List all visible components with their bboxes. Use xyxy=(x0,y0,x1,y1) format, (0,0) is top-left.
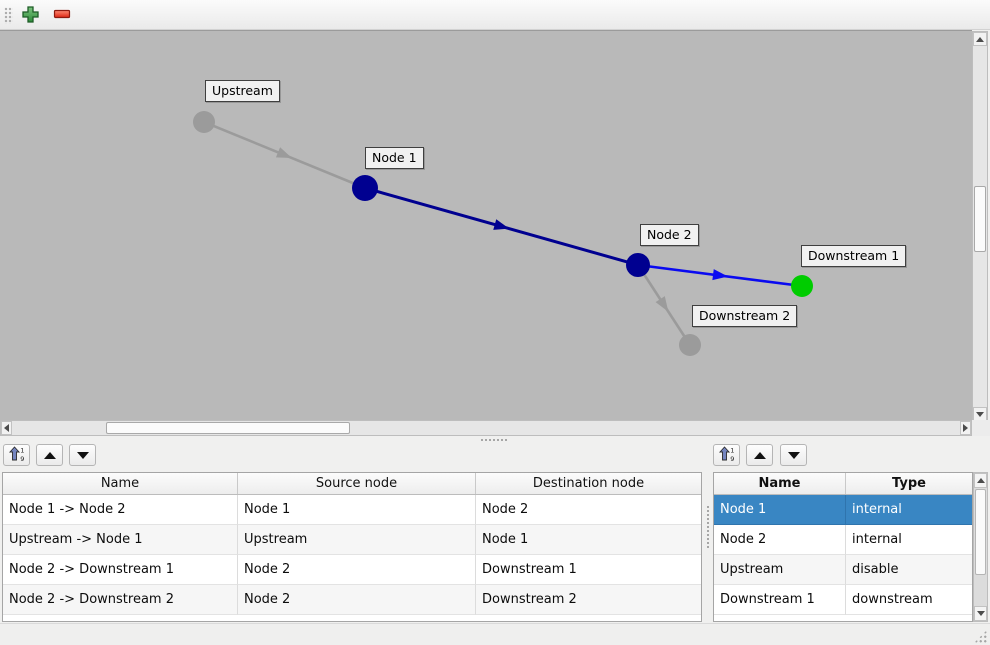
edges-table: Name Source node Destination node Node 1… xyxy=(2,472,702,622)
graph-node-downstream2[interactable] xyxy=(679,334,701,356)
scroll-up-button[interactable] xyxy=(974,473,987,488)
cell-destination[interactable]: Downstream 2 xyxy=(476,585,701,615)
svg-text:9: 9 xyxy=(730,455,734,462)
cell-source[interactable]: Upstream xyxy=(238,525,476,555)
nodes-table-scrollbar[interactable] xyxy=(973,472,988,622)
table-row[interactable]: Node 2 -> Downstream 2 Node 2 Downstream… xyxy=(3,585,701,615)
column-header-name[interactable]: Name xyxy=(714,473,846,494)
main-toolbar xyxy=(0,0,990,30)
move-down-icon xyxy=(787,448,801,463)
table-scroll-thumb[interactable] xyxy=(975,489,986,575)
graph-node-node1[interactable] xyxy=(352,175,378,201)
cell-name[interactable]: Node 1 -> Node 2 xyxy=(3,495,238,525)
svg-text:1: 1 xyxy=(730,446,734,454)
table-row[interactable]: Node 2 internal xyxy=(714,525,972,555)
vertical-splitter[interactable] xyxy=(706,505,711,549)
table-row-selected[interactable]: Node 1 internal xyxy=(714,495,972,525)
horizontal-splitter[interactable] xyxy=(0,436,990,444)
column-header-type[interactable]: Type xyxy=(892,476,926,491)
minus-icon xyxy=(53,9,71,24)
edges-move-up-button[interactable] xyxy=(36,444,63,466)
nodes-move-down-button[interactable] xyxy=(780,444,807,466)
cell-type[interactable]: disable xyxy=(846,555,972,585)
scroll-down-button[interactable] xyxy=(973,407,987,421)
toolbar-drag-handle[interactable] xyxy=(4,7,13,24)
nodes-table: Name Type Node 1 internal Node 2 interna… xyxy=(713,472,973,622)
up-arrow-icon xyxy=(976,36,984,42)
scroll-right-button[interactable] xyxy=(960,421,971,435)
cell-source[interactable]: Node 2 xyxy=(238,555,476,585)
sort-ascending-icon: 1 9 xyxy=(8,445,26,465)
left-arrow-icon xyxy=(4,424,9,432)
move-down-icon xyxy=(76,448,90,463)
cell-name[interactable]: Node 1 xyxy=(714,495,846,525)
edges-table-header: Name Source node Destination node xyxy=(3,473,701,495)
nodes-move-up-button[interactable] xyxy=(746,444,773,466)
canvas-vertical-scrollbar[interactable] xyxy=(972,31,988,422)
svg-text:1: 1 xyxy=(20,446,24,454)
graph-svg xyxy=(193,111,813,356)
nodes-sort-button[interactable]: 1 9 xyxy=(713,444,740,466)
remove-node-button[interactable] xyxy=(50,4,74,27)
move-up-icon xyxy=(753,448,767,463)
table-row[interactable]: Downstream 1 downstream xyxy=(714,585,972,615)
move-up-icon xyxy=(43,448,57,463)
graph-node-upstream[interactable] xyxy=(193,111,215,133)
cell-name[interactable]: Node 2 -> Downstream 2 xyxy=(3,585,238,615)
table-row[interactable]: Node 1 -> Node 2 Node 1 Node 2 xyxy=(3,495,701,525)
window-resize-grip[interactable] xyxy=(974,630,987,643)
cell-destination[interactable]: Node 1 xyxy=(476,525,701,555)
cell-type[interactable]: internal xyxy=(846,525,972,555)
cell-name[interactable]: Upstream -> Node 1 xyxy=(3,525,238,555)
nodes-table-header: Name Type xyxy=(714,473,972,495)
node-label-downstream2[interactable]: Downstream 2 xyxy=(692,305,798,327)
down-arrow-icon xyxy=(976,611,985,616)
horizontal-scroll-thumb[interactable] xyxy=(106,422,350,434)
vertical-scroll-thumb[interactable] xyxy=(974,186,986,252)
scroll-down-button[interactable] xyxy=(974,606,987,621)
sort-ascending-icon: 1 9 xyxy=(718,445,736,465)
cell-type[interactable]: internal xyxy=(846,495,972,525)
plus-icon xyxy=(21,5,40,27)
cell-name[interactable]: Node 2 -> Downstream 1 xyxy=(3,555,238,585)
edges-move-down-button[interactable] xyxy=(69,444,96,466)
table-row[interactable]: Upstream disable xyxy=(714,555,972,585)
canvas-horizontal-scrollbar[interactable] xyxy=(0,420,972,436)
edge-arrow-icon xyxy=(493,219,510,230)
down-arrow-icon xyxy=(976,411,984,417)
cell-source[interactable]: Node 1 xyxy=(238,495,476,525)
splitter-handle-icon xyxy=(480,438,508,443)
cell-name[interactable]: Upstream xyxy=(714,555,846,585)
node-label-upstream[interactable]: Upstream xyxy=(205,80,280,102)
cell-destination[interactable]: Node 2 xyxy=(476,495,701,525)
column-header-name[interactable]: Name xyxy=(3,473,238,494)
cell-name[interactable]: Downstream 1 xyxy=(714,585,846,615)
edge-arrow-icon xyxy=(275,147,292,159)
edges-sort-button[interactable]: 1 9 xyxy=(3,444,30,466)
right-arrow-icon xyxy=(963,424,968,432)
edge-arrow-icon xyxy=(712,269,728,281)
graph-node-node2[interactable] xyxy=(626,253,650,277)
table-row[interactable]: Node 2 -> Downstream 1 Node 2 Downstream… xyxy=(3,555,701,585)
add-node-button[interactable] xyxy=(18,4,42,27)
edge-arrow-icon xyxy=(655,296,669,312)
scrollbar-corner xyxy=(972,420,990,436)
scroll-up-button[interactable] xyxy=(973,32,987,46)
graph-node-downstream1[interactable] xyxy=(791,275,813,297)
status-bar xyxy=(0,623,990,645)
table-row[interactable]: Upstream -> Node 1 Upstream Node 1 xyxy=(3,525,701,555)
node-label-downstream1[interactable]: Downstream 1 xyxy=(801,245,907,267)
svg-text:9: 9 xyxy=(20,455,24,462)
cell-source[interactable]: Node 2 xyxy=(238,585,476,615)
cell-name[interactable]: Node 2 xyxy=(714,525,846,555)
column-header-destination-node[interactable]: Destination node xyxy=(532,476,645,491)
up-arrow-icon xyxy=(976,478,985,483)
node-label-node2[interactable]: Node 2 xyxy=(640,224,699,246)
cell-type[interactable]: downstream xyxy=(846,585,972,615)
cell-destination[interactable]: Downstream 1 xyxy=(476,555,701,585)
node-label-node1[interactable]: Node 1 xyxy=(365,147,424,169)
column-header-source-node[interactable]: Source node xyxy=(238,473,476,494)
scroll-left-button[interactable] xyxy=(1,421,12,435)
